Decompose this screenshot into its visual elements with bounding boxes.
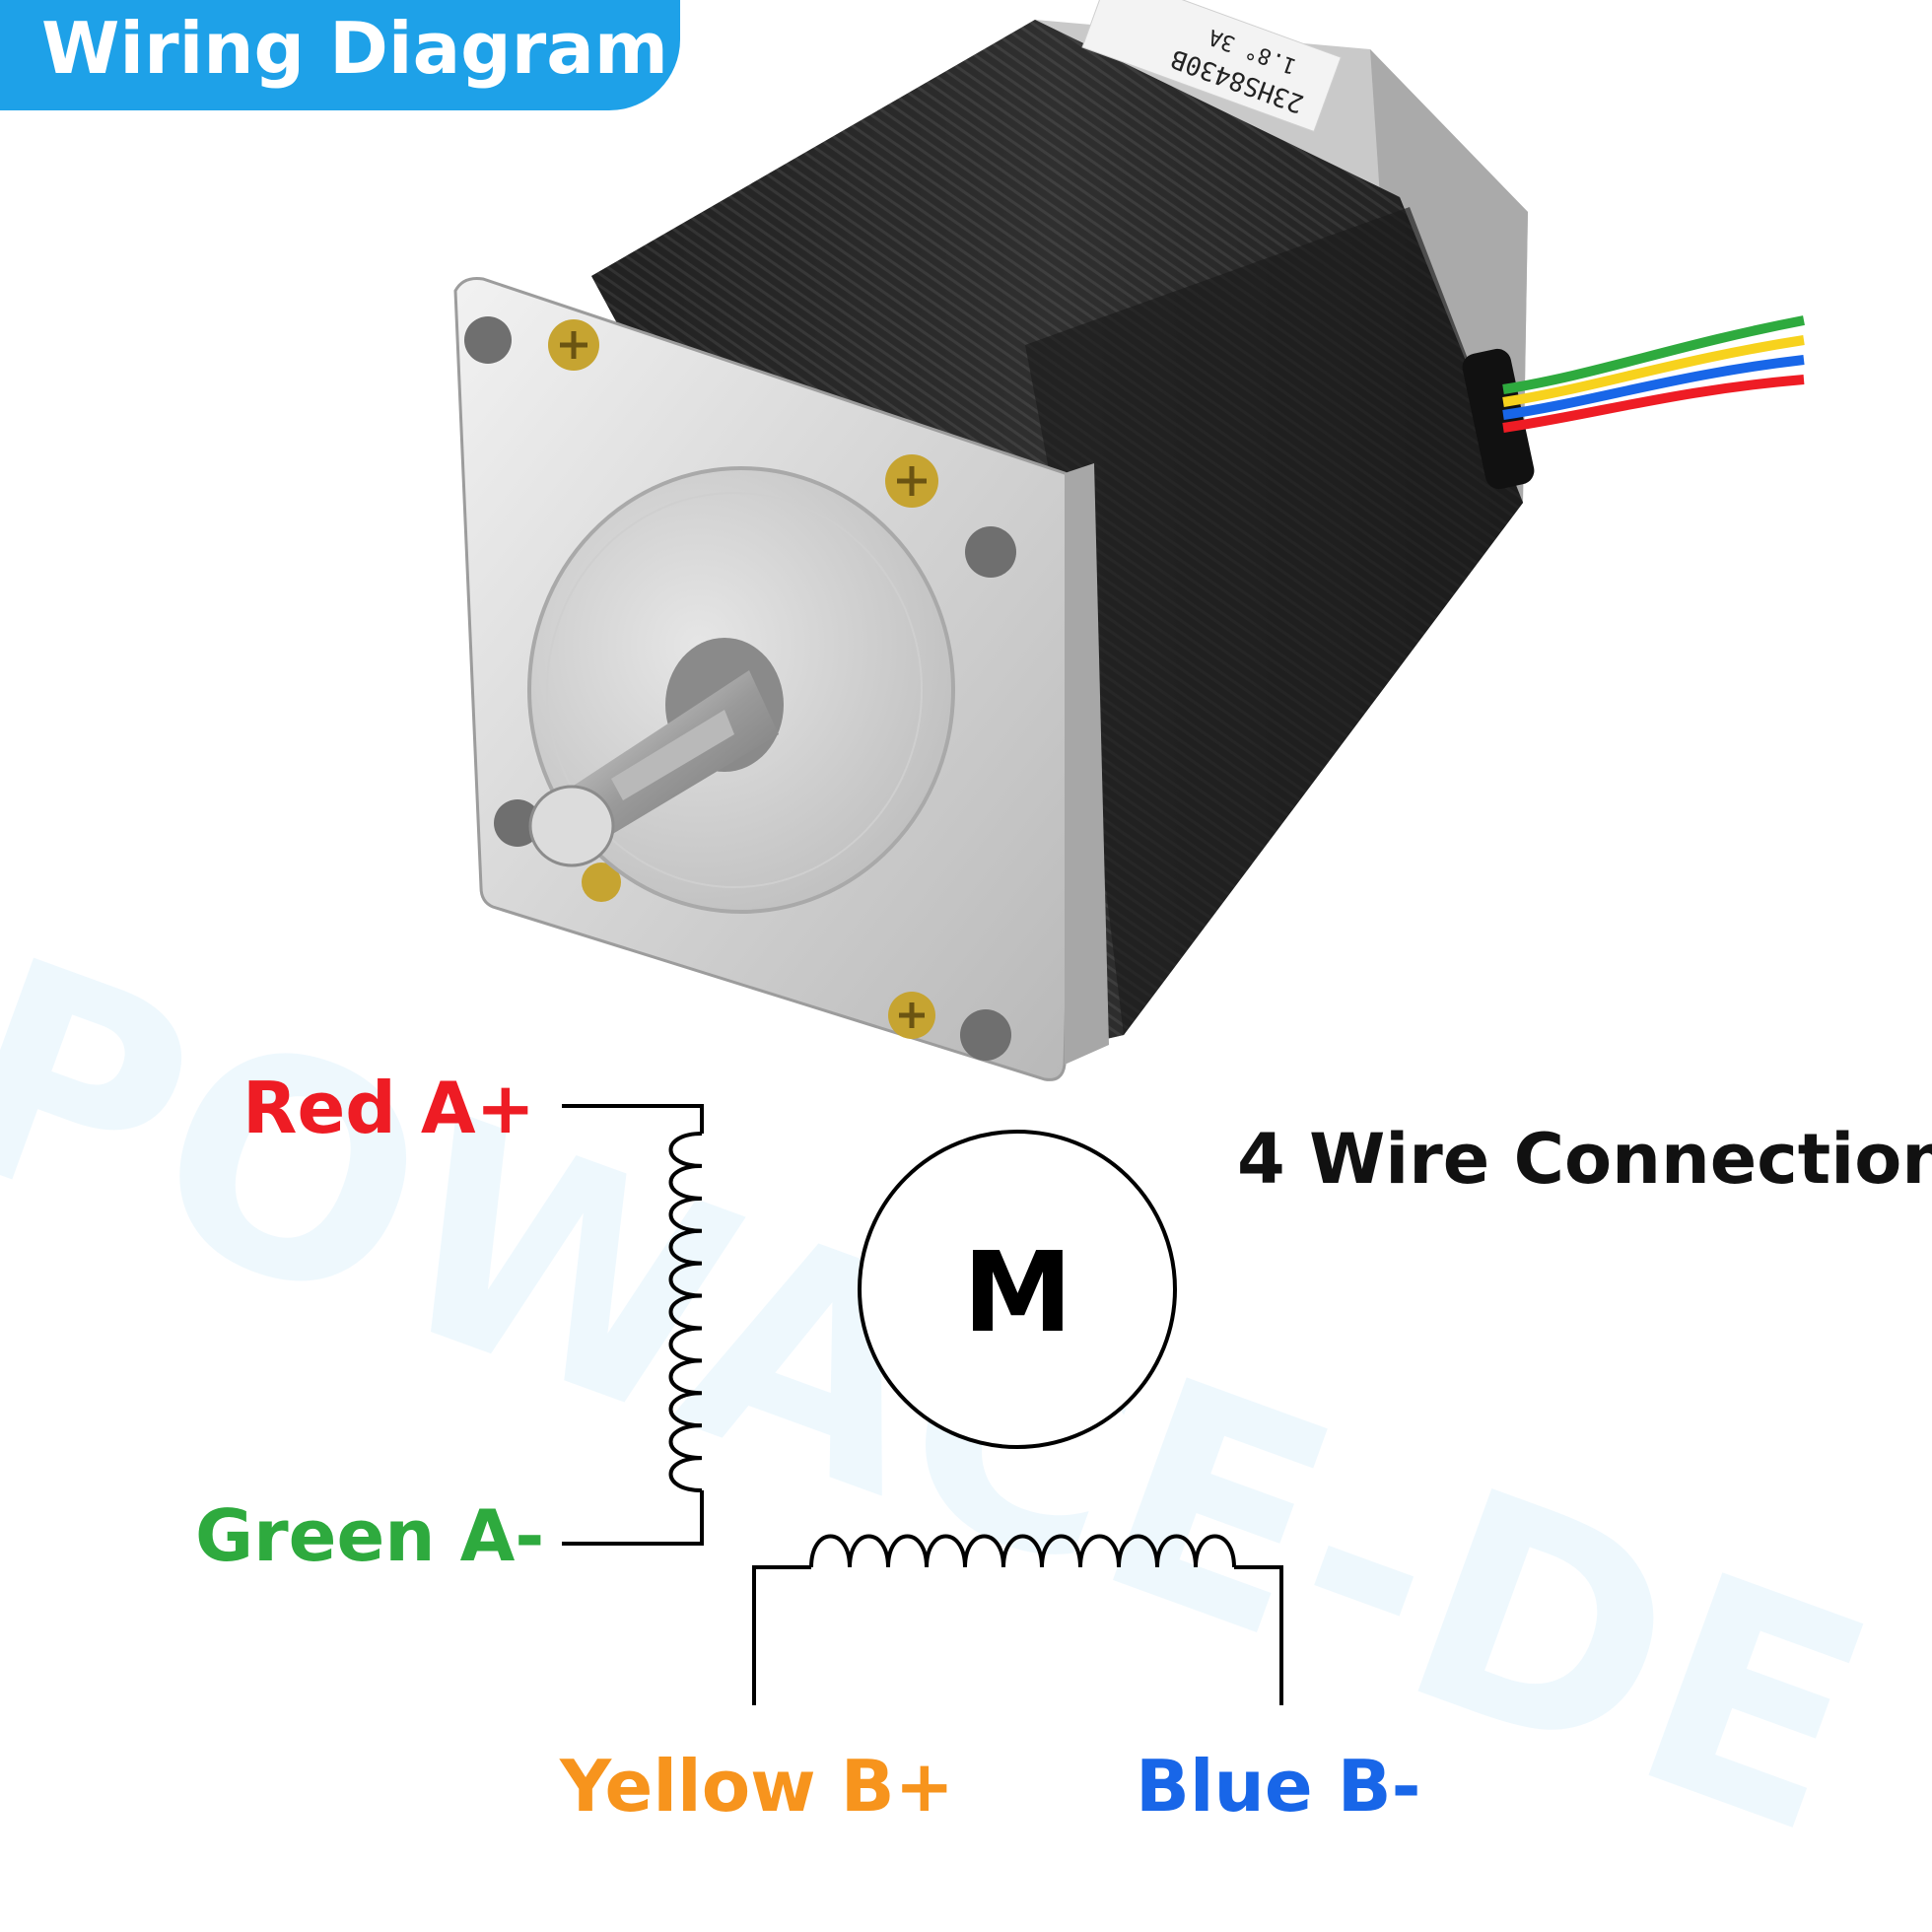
coil-b <box>752 1565 1283 1705</box>
header-badge <box>0 0 680 110</box>
motor-symbol-letter: M <box>962 1229 1073 1357</box>
wire-label-yellow-b-plus: Yellow B+ <box>560 1745 954 1828</box>
screw <box>548 319 599 371</box>
mount-hole <box>960 1009 1011 1061</box>
page-title: Wiring Diagram <box>41 7 668 90</box>
screw <box>582 862 621 902</box>
mount-hole <box>494 799 541 847</box>
screw <box>885 454 938 508</box>
mount-hole <box>965 526 1016 578</box>
coil-b-winding <box>809 1534 1236 1568</box>
connection-title: 4 Wire Connection <box>1237 1119 1932 1200</box>
motor-symbol-circle <box>858 1130 1177 1449</box>
mount-hole <box>464 316 512 364</box>
motor-cable <box>1462 315 1805 490</box>
wire-label-blue-b-minus: Blue B- <box>1136 1745 1421 1828</box>
coil-a-winding <box>668 1132 703 1492</box>
wire-label-green-a-minus: Green A- <box>195 1494 545 1577</box>
front-flange <box>453 277 1109 1081</box>
wire-label-red-a-plus: Red A+ <box>242 1067 535 1149</box>
screw <box>888 992 935 1039</box>
coil-a <box>562 1104 704 1546</box>
